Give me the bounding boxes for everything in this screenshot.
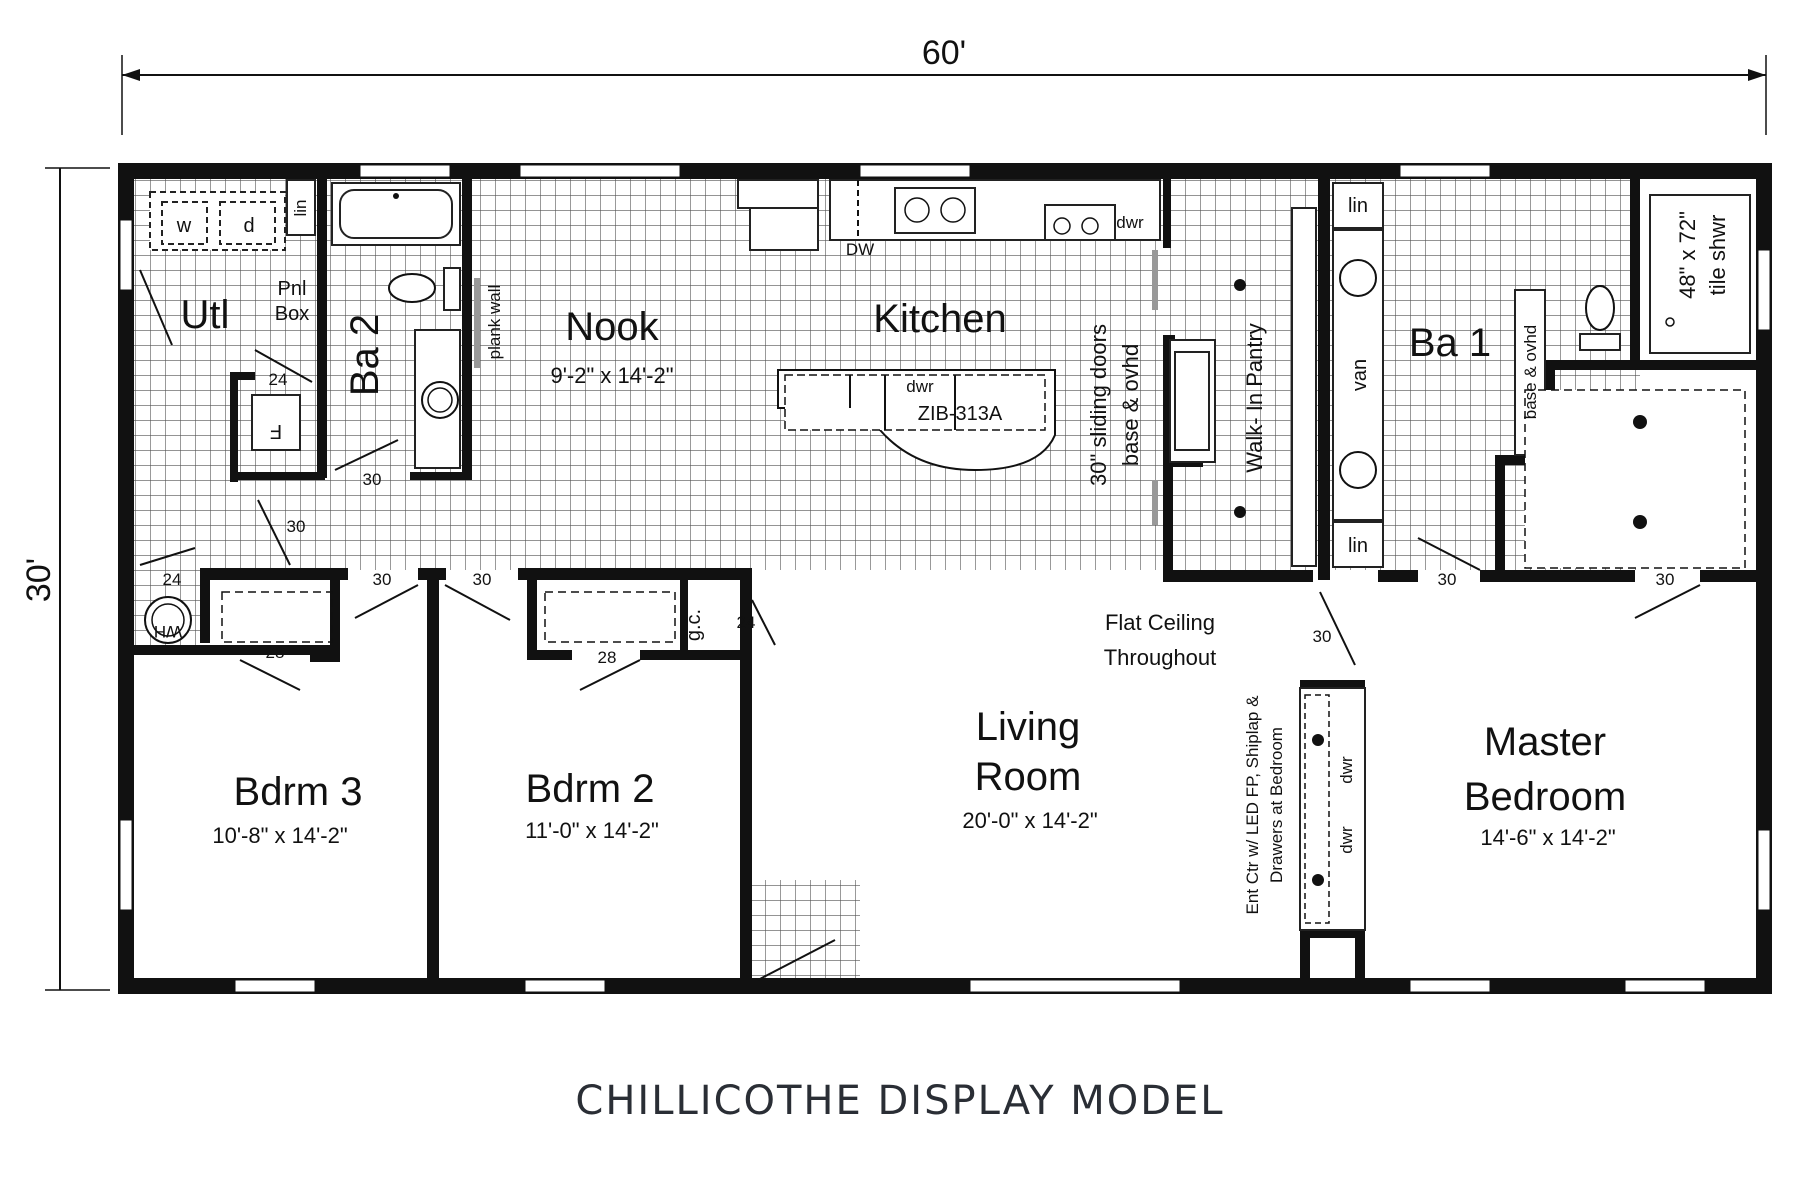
island-model-label: ZIB-313A xyxy=(918,403,1003,425)
depth-label: 30' xyxy=(20,558,58,602)
utility-label: Utl xyxy=(181,293,230,337)
master-closet xyxy=(1524,389,1746,569)
dryer-label: d xyxy=(243,215,254,237)
flat-ceiling-line1: Flat Ceiling xyxy=(1105,610,1215,635)
door-gc-label: 24 xyxy=(737,613,756,632)
living-label-line2: Room xyxy=(975,755,1082,799)
living-size: 20'-0" x 14'-2" xyxy=(962,808,1097,833)
room-labels: Utl Pnl Box Ba 2 plank wall Nook 9'-2" x… xyxy=(181,195,1730,914)
door-hall-label: 30 xyxy=(287,517,306,536)
bedroom2-label: Bdrm 2 xyxy=(526,767,655,811)
sliding-doors-line2: base & ovhd xyxy=(1118,344,1143,466)
furnace: F xyxy=(251,394,301,451)
living-label-line1: Living xyxy=(976,705,1081,749)
door-closet2-label: 28 xyxy=(598,648,617,667)
shower-line1: 48" x 72" xyxy=(1675,211,1700,299)
model-caption: CHILLICOTHE DISPLAY MODEL xyxy=(575,1078,1225,1124)
utl-linen-label: lin xyxy=(291,199,310,216)
bedroom3-size: 10'-8" x 14'-2" xyxy=(212,823,347,848)
bath1-label: Ba 1 xyxy=(1409,321,1491,365)
bath1-linen-top: lin xyxy=(1348,195,1368,217)
bath1-base-ovhd-label: base & ovhd xyxy=(1521,325,1540,420)
panel-box-line1: Pnl xyxy=(278,278,307,300)
master-label-line1: Master xyxy=(1484,720,1606,764)
entertainment-center: dwr dwr xyxy=(1299,687,1366,931)
vanity-label: van xyxy=(1349,359,1371,391)
door-bedroom3-label: 30 xyxy=(373,570,392,589)
bedroom-closets xyxy=(221,591,676,643)
door-labels: 24 30 30 24 28 30 30 28 24 30 30 30 xyxy=(163,370,1675,667)
width-label: 60' xyxy=(922,34,966,72)
master-size: 14'-6" x 14'-2" xyxy=(1480,825,1615,850)
door-pantry-label: 30 xyxy=(1438,570,1457,589)
water-heater-label: WH xyxy=(154,622,182,641)
width-dimension: 60' xyxy=(121,34,1767,135)
depth-dimension: 30' xyxy=(20,167,110,991)
gc-label: g.c. xyxy=(683,609,705,641)
door-bath2-label: 30 xyxy=(363,470,382,489)
door-master-label: 30 xyxy=(1656,570,1675,589)
range-drawer-label: dwr xyxy=(1116,213,1144,232)
kitchen-label: Kitchen xyxy=(873,297,1006,341)
pantry-fixtures xyxy=(1152,207,1317,567)
master-label-line2: Bedroom xyxy=(1464,775,1626,819)
sliding-doors-line1: 30" sliding doors xyxy=(1086,324,1111,486)
door-furnace-label: 24 xyxy=(269,370,288,389)
bath2-fixtures xyxy=(331,182,480,469)
furnace-label: F xyxy=(270,420,282,442)
bath1-linen-bottom: lin xyxy=(1348,535,1368,557)
door-swings xyxy=(139,269,1701,981)
bedroom3-label: Bdrm 3 xyxy=(234,770,363,814)
ent-drawer-top-label: dwr xyxy=(1337,756,1356,784)
panel-box-line2: Box xyxy=(275,303,309,325)
dishwasher-label: DW xyxy=(846,240,874,259)
exterior-walls xyxy=(118,163,1772,994)
door-living-label: 30 xyxy=(1313,627,1332,646)
ent-center-line2: Drawers at Bedroom xyxy=(1267,727,1286,883)
door-bedroom2-label: 30 xyxy=(473,570,492,589)
kitchen-fixtures: DW dwr dwr ZIB-313A xyxy=(737,179,1161,472)
flat-ceiling-line2: Throughout xyxy=(1104,645,1217,670)
shower-line2: tile shwr xyxy=(1705,215,1730,296)
pantry-label: Walk- In Pantry xyxy=(1242,323,1267,473)
bath2-label: Ba 2 xyxy=(343,314,387,396)
door-water-heater-label: 24 xyxy=(163,570,182,589)
door-closet3-label: 28 xyxy=(266,643,285,662)
laundry: w d lin xyxy=(149,179,316,251)
plank-wall-label: plank wall xyxy=(485,285,504,360)
water-heater: WH xyxy=(144,596,192,644)
washer-label: w xyxy=(176,215,192,237)
ent-center-line1: Ent Ctr w/ LED FP, Shiplap & xyxy=(1243,695,1262,915)
island-drawer-label: dwr xyxy=(906,377,934,396)
ent-drawer-bottom-label: dwr xyxy=(1337,826,1356,854)
nook-label: Nook xyxy=(565,305,659,349)
bedroom2-size: 11'-0" x 14'-2" xyxy=(525,818,659,843)
nook-size: 9'-2" x 14'-2" xyxy=(550,363,673,388)
